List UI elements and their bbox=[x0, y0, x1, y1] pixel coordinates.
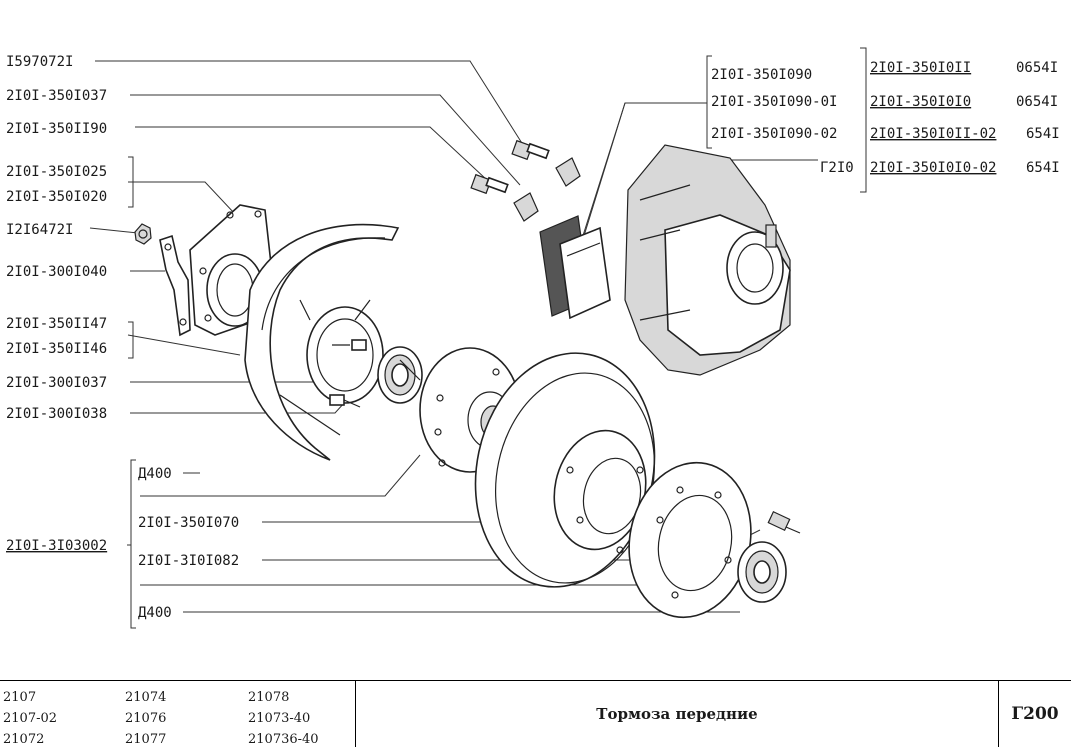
clip-upper-icon bbox=[555, 157, 581, 187]
label-bearing-1: Д400 bbox=[138, 466, 172, 482]
knuckle-bolt-icon bbox=[332, 339, 367, 351]
left-labels: I597072I 2I0I-350I037 2I0I-350II90 2I0I-… bbox=[6, 54, 239, 621]
bolt-lower-icon bbox=[470, 173, 509, 195]
label-guard-b: 2I0I-350II46 bbox=[6, 341, 107, 357]
bleeder-screw-icon bbox=[767, 510, 801, 534]
caliper-part-1: 2I0I-350I0II bbox=[870, 60, 971, 76]
model-item: 21077 bbox=[125, 732, 167, 747]
brake-pads-icon bbox=[539, 215, 611, 320]
model-item: 2107-02 bbox=[3, 711, 58, 726]
caliper-code-4: 654I bbox=[1026, 160, 1060, 176]
models-col-1: 2107 2107-02 21072 bbox=[3, 687, 57, 750]
exploded-brake-diagram: I597072I 2I0I-350I037 2I0I-350II90 2I0I-… bbox=[6, 47, 1060, 629]
brake-disc-icon bbox=[474, 352, 656, 588]
pad-part-4: Г2I0 bbox=[820, 160, 854, 176]
pad-part-2: 2I0I-350I090-0I bbox=[711, 94, 837, 110]
model-item: 21074 bbox=[125, 690, 167, 705]
bolt-upper-icon bbox=[511, 139, 550, 161]
label-nut: I2I6472I bbox=[6, 222, 73, 238]
label-bracket: 2I0I-300I040 bbox=[6, 264, 107, 280]
label-shield-b: 2I0I-350I020 bbox=[6, 189, 107, 205]
caliper-part-4: 2I0I-350I0I0-02 bbox=[870, 160, 996, 176]
caliper-table: 2I0I-350I090 2I0I-350I090-0I 2I0I-350I09… bbox=[711, 60, 1060, 176]
label-knuckle-bolt-2: 2I0I-300I038 bbox=[6, 406, 107, 422]
caliper-code-2: 0654I bbox=[1016, 94, 1058, 110]
models-col-3: 21078 21073-40 210736-40 bbox=[248, 687, 319, 750]
model-item: 21078 bbox=[248, 690, 290, 705]
pad-part-1: 2I0I-350I090 bbox=[711, 67, 812, 83]
label-disc: 2I0I-350I070 bbox=[138, 515, 239, 531]
outer-bearing-icon bbox=[737, 541, 787, 603]
model-item: 21076 bbox=[125, 711, 167, 726]
caliper-code-3: 654I bbox=[1026, 126, 1060, 142]
bracket-icon bbox=[159, 234, 191, 337]
caliper-part-3: 2I0I-350I0II-02 bbox=[870, 126, 996, 142]
model-item: 2107 bbox=[3, 690, 37, 705]
page-title: Тормоза передние bbox=[596, 705, 758, 723]
footer: 2107 2107-02 21072 21074 21076 21077 210… bbox=[0, 680, 1071, 747]
model-item: 21073-40 bbox=[248, 711, 311, 726]
label-hub: 2I0I-3I0I082 bbox=[138, 553, 239, 569]
label-knuckle-bolt: 2I0I-300I037 bbox=[6, 375, 107, 391]
label-bolt-2: 2I0I-350II90 bbox=[6, 121, 107, 137]
caliper-icon bbox=[624, 144, 791, 376]
caliper-code-1: 0654I bbox=[1016, 60, 1058, 76]
label-shield-a: 2I0I-350I025 bbox=[6, 164, 107, 180]
brackets bbox=[127, 47, 867, 629]
pad-part-3: 2I0I-350I090-02 bbox=[711, 126, 837, 142]
backing-plate-icon bbox=[244, 223, 400, 461]
label-washer: 2I0I-350I037 bbox=[6, 88, 107, 104]
footer-divider bbox=[998, 681, 999, 747]
label-bolt-1: I597072I bbox=[6, 54, 73, 70]
label-bearing-2: Д400 bbox=[138, 605, 172, 621]
knuckle-bolt-2-icon bbox=[329, 394, 361, 408]
label-guard-a: 2I0I-350II47 bbox=[6, 316, 107, 332]
footer-divider bbox=[355, 681, 356, 747]
model-item: 210736-40 bbox=[248, 732, 319, 747]
clip-lower-icon bbox=[513, 192, 539, 222]
model-item: 21072 bbox=[3, 732, 45, 747]
caliper-part-2: 2I0I-350I0I0 bbox=[870, 94, 971, 110]
label-hub-assembly: 2I0I-3I03002 bbox=[6, 538, 107, 554]
inner-bearing-icon bbox=[377, 346, 423, 404]
models-col-2: 21074 21076 21077 bbox=[125, 687, 166, 750]
page-code: Г200 bbox=[1011, 704, 1059, 724]
nut-icon bbox=[134, 223, 152, 245]
